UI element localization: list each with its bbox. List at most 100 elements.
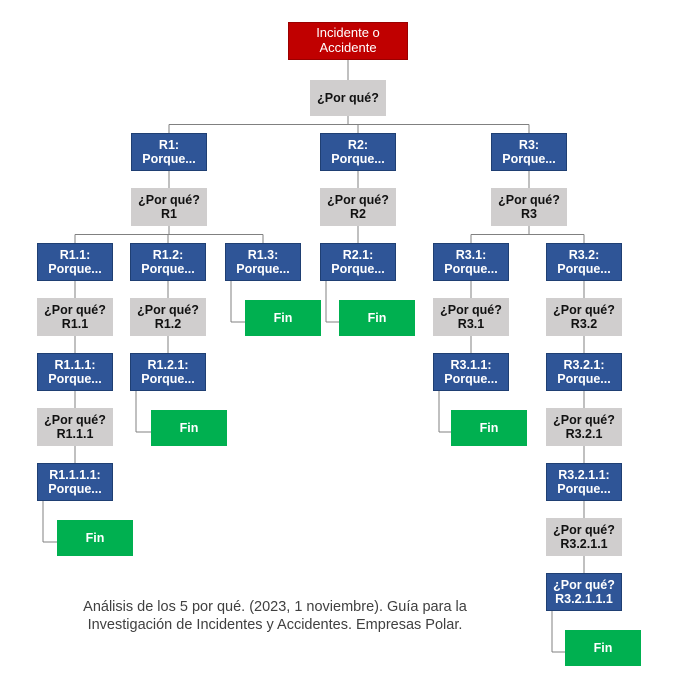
node-label-line: Porque...: [557, 482, 611, 496]
node-fin-r1-3: Fin: [245, 300, 321, 336]
node-q-r1-2: ¿Por qué?R1.2: [130, 298, 206, 336]
node-q0: ¿Por qué?: [310, 80, 386, 116]
node-label-line: R3.1.1:: [450, 357, 492, 372]
node-label-line: Porque...: [48, 482, 102, 496]
node-q-r3-2: ¿Por qué?R3.2: [546, 298, 622, 336]
node-label-line: Incidente o: [316, 25, 380, 41]
node-r3: R3:Porque...: [491, 133, 567, 171]
node-label-line: Porque...: [444, 372, 498, 386]
node-label-line: R1.2: [154, 317, 182, 331]
node-label-line: R3:: [518, 137, 540, 152]
node-label-line: R1.1.1.1:: [49, 467, 101, 482]
source-caption: Análisis de los 5 por qué. (2023, 1 novi…: [40, 598, 510, 634]
caption-line-1: Análisis de los 5 por qué. (2023, 1 novi…: [83, 599, 467, 615]
node-q-r3-2-1-1: ¿Por qué?R3.2.1.1: [546, 518, 622, 556]
node-label-line: R1.1:: [59, 247, 91, 262]
node-r3-1-1: R3.1.1:Porque...: [433, 353, 509, 391]
caption-line-2: Investigación de Incidentes y Accidentes…: [87, 617, 463, 634]
node-label-line: Fin: [85, 530, 105, 545]
node-r1-2-1: R1.2.1:Porque...: [130, 353, 206, 391]
node-label-line: R3.2:: [568, 247, 600, 262]
node-fin-r1-2-1: Fin: [151, 410, 227, 446]
node-label-line: R1.3:: [247, 247, 279, 262]
node-r2: R2:Porque...: [320, 133, 396, 171]
node-r3-2-1-1: R3.2.1.1:Porque...: [546, 463, 622, 501]
node-fin-r3-2-1-1-1: Fin: [565, 630, 641, 666]
node-label-line: R3: [521, 207, 537, 221]
node-r1-2: R1.2:Porque...: [130, 243, 206, 281]
node-label-line: Fin: [179, 420, 199, 435]
node-fin-r1-1-1-1: Fin: [57, 520, 133, 556]
node-label-line: Fin: [593, 640, 613, 655]
node-label-line: R1:: [158, 137, 180, 152]
node-label-line: R3.2.1.1.1: [555, 592, 613, 606]
node-label-line: R2: [350, 207, 366, 221]
node-label-line: Porque...: [141, 262, 195, 276]
node-r1-3: R1.3:Porque...: [225, 243, 301, 281]
node-label-line: R3.1:: [455, 247, 487, 262]
node-label-line: Porque...: [48, 372, 102, 386]
node-label-line: R1.2.1:: [147, 357, 189, 372]
node-label-line: R2.1:: [342, 247, 374, 262]
node-r1-1-1: R1.1.1:Porque...: [37, 353, 113, 391]
node-label-line: Fin: [367, 310, 387, 325]
node-label-line: Porque...: [141, 372, 195, 386]
node-label-line: Porque...: [331, 152, 385, 166]
node-label-line: R2:: [347, 137, 369, 152]
node-label-line: Fin: [273, 310, 293, 325]
node-fin-r2-1: Fin: [339, 300, 415, 336]
node-label-line: Porque...: [236, 262, 290, 276]
node-r1-1: R1.1:Porque...: [37, 243, 113, 281]
node-r2-1: R2.1:Porque...: [320, 243, 396, 281]
node-label-line: R3.2.1.1: [560, 537, 608, 551]
node-label-line: R3.2.1:: [563, 357, 605, 372]
node-label-line: Porque...: [444, 262, 498, 276]
node-r1: R1:Porque...: [131, 133, 207, 171]
node-label-line: Accidente: [319, 40, 377, 55]
node-label-line: Porque...: [48, 262, 102, 276]
node-label-line: ¿Por qué?: [138, 192, 200, 207]
node-label-line: ¿Por qué?: [44, 412, 106, 427]
node-label-line: ¿Por qué?: [44, 302, 106, 317]
node-label-line: Porque...: [502, 152, 556, 166]
node-r3-2-1: R3.2.1:Porque...: [546, 353, 622, 391]
node-label-line: ¿Por qué?: [553, 577, 615, 592]
node-label-line: ¿Por qué?: [137, 302, 199, 317]
node-label-line: R1.1.1:: [54, 357, 96, 372]
node-label-line: Porque...: [557, 262, 611, 276]
node-label-line: R3.2.1.1:: [558, 467, 610, 482]
node-r3-2-1-1-1: ¿Por qué?R3.2.1.1.1: [546, 573, 622, 611]
node-label-line: Fin: [479, 420, 499, 435]
node-q-r1: ¿Por qué?R1: [131, 188, 207, 226]
node-q-r3-2-1: ¿Por qué?R3.2.1: [546, 408, 622, 446]
node-label-line: Porque...: [142, 152, 196, 166]
node-label-line: R1.1: [61, 317, 89, 331]
node-q-r1-1: ¿Por qué?R1.1: [37, 298, 113, 336]
node-label-line: R3.2.1: [565, 427, 603, 441]
node-r1-1-1-1: R1.1.1.1:Porque...: [37, 463, 113, 501]
node-r3-1: R3.1:Porque...: [433, 243, 509, 281]
node-label-line: ¿Por qué?: [553, 522, 615, 537]
node-fin-r3-1-1: Fin: [451, 410, 527, 446]
node-label-line: R1: [161, 207, 177, 221]
node-label-line: R1.2:: [152, 247, 184, 262]
node-q-r2: ¿Por qué?R2: [320, 188, 396, 226]
node-label-line: ¿Por qué?: [327, 192, 389, 207]
node-label-line: ¿Por qué?: [317, 90, 379, 105]
node-q-r3: ¿Por qué?R3: [491, 188, 567, 226]
node-q-r1-1-1: ¿Por qué?R1.1.1: [37, 408, 113, 446]
node-label-line: R1.1.1: [56, 427, 94, 441]
node-label-line: R3.1: [457, 317, 485, 331]
node-label-line: ¿Por qué?: [440, 302, 502, 317]
node-label-line: Porque...: [557, 372, 611, 386]
node-q-r3-1: ¿Por qué?R3.1: [433, 298, 509, 336]
node-label-line: ¿Por qué?: [553, 302, 615, 317]
node-label-line: ¿Por qué?: [498, 192, 560, 207]
node-label-line: Porque...: [331, 262, 385, 276]
node-label-line: R3.2: [570, 317, 598, 331]
node-label-line: ¿Por qué?: [553, 412, 615, 427]
node-r3-2: R3.2:Porque...: [546, 243, 622, 281]
